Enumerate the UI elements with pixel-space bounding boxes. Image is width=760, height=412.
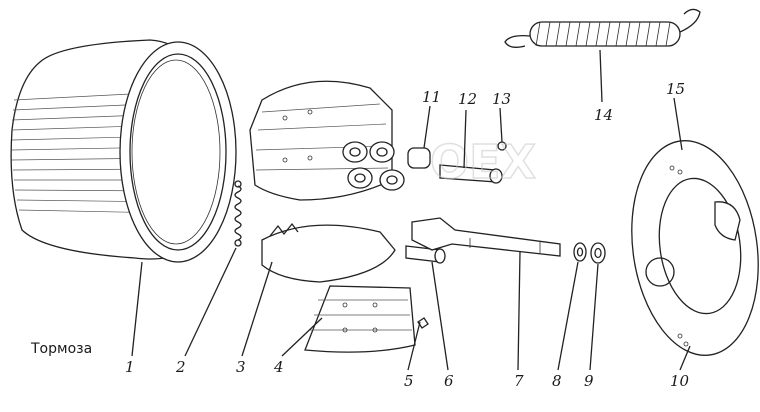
callout-5: 5: [404, 372, 414, 390]
callout-10: 10: [670, 372, 690, 390]
washer-a: [573, 242, 587, 262]
watermark: OEX: [429, 134, 537, 190]
figure-caption: Тормоза: [31, 341, 93, 357]
callout-12: 12: [458, 90, 477, 108]
brake-drum: [10, 39, 237, 263]
callout-11: 11: [422, 88, 441, 106]
callout-15: 15: [666, 80, 685, 98]
backing-plate: [631, 140, 759, 356]
watermark-text: OEX: [430, 135, 536, 189]
washer-b: [590, 242, 606, 264]
callout-6: 6: [444, 372, 454, 390]
retractor-spring-small: [234, 180, 242, 247]
bushing-set: [342, 141, 431, 191]
callout-9: 9: [584, 372, 594, 390]
eccentric-bolt: [405, 245, 446, 264]
callout-4: 4: [273, 358, 284, 376]
leader-lines: [131, 49, 691, 371]
callout-7: 7: [514, 372, 524, 390]
retractor-spring-large: [504, 8, 701, 48]
callout-labels: 1 2 3 4 5 6 7 8 9 10 11 12 13 14 15: [125, 80, 690, 390]
callout-14: 14: [594, 106, 613, 124]
callout-8: 8: [552, 372, 562, 390]
brake-shoe-assembly: [249, 80, 416, 353]
callout-3: 3: [236, 358, 246, 376]
rivet: [417, 317, 429, 329]
callout-2: 2: [175, 358, 186, 376]
camshaft: [411, 217, 561, 257]
callout-1: 1: [125, 358, 135, 376]
callout-13: 13: [492, 90, 511, 108]
anchor-pin: [439, 164, 503, 184]
